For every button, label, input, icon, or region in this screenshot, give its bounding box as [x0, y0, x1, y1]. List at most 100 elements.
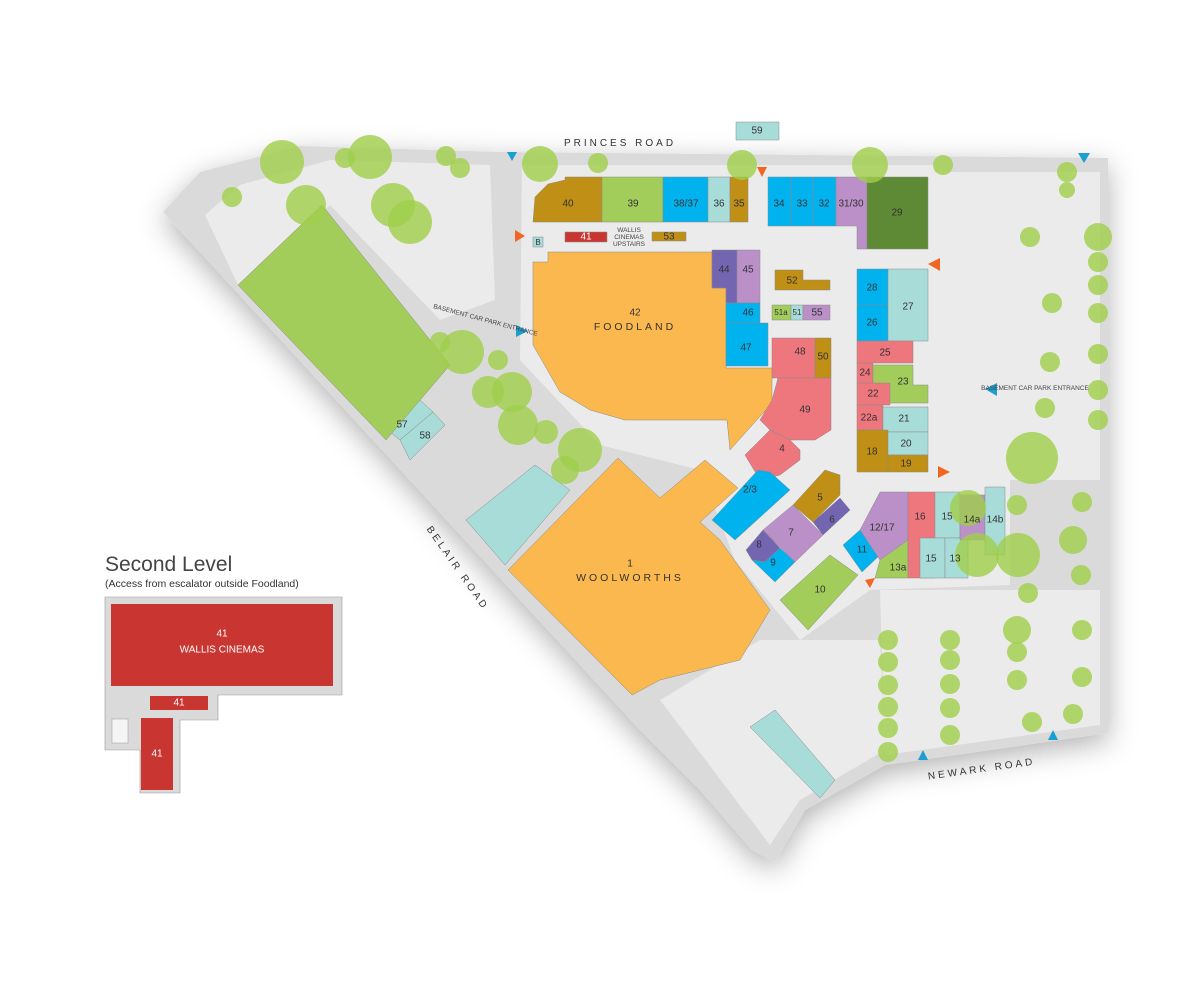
store-52[interactable]	[774, 269, 831, 291]
store-number: 11	[857, 545, 868, 556]
store-22[interactable]	[856, 382, 891, 406]
store-2-3[interactable]	[711, 469, 791, 541]
tree-icon	[1084, 223, 1112, 251]
cinema-unit-number: 41	[173, 698, 185, 709]
store-number: 44	[718, 265, 730, 276]
store-10[interactable]	[779, 554, 859, 631]
tree-icon	[348, 135, 392, 179]
store-number: 41	[580, 232, 592, 243]
store-29[interactable]	[866, 176, 929, 250]
tree-icon	[933, 155, 953, 175]
entrance-label-east: BASEMENT CAR PARK ENTRANCE	[981, 385, 1089, 392]
store-number: 28	[866, 283, 878, 294]
car-park-north-west	[205, 160, 495, 320]
entrance-arrow-icon	[865, 578, 875, 588]
road-label-newark: NEWARK ROAD	[927, 757, 1036, 783]
store-unlabelled[interactable]	[749, 709, 836, 799]
tree-icon	[222, 187, 242, 207]
tree-icon	[1003, 616, 1031, 644]
store-59[interactable]	[735, 121, 780, 141]
tree-icon	[388, 200, 432, 244]
store-number: 58	[419, 431, 431, 442]
tree-icon	[940, 698, 960, 718]
tree-icon	[1072, 492, 1092, 512]
cinema-unit-corridor[interactable]	[150, 696, 208, 710]
store-number: 31/30	[838, 199, 863, 210]
store-number: 26	[866, 318, 878, 329]
store-number: 13a	[890, 563, 907, 574]
tree-icon	[852, 147, 888, 183]
store-55[interactable]	[802, 304, 831, 321]
tree-icon	[878, 742, 898, 762]
store-number: 55	[811, 308, 823, 319]
tree-icon	[286, 185, 326, 225]
cinema-upstairs-note: WALLIS CINEMAS UPSTAIRS	[612, 227, 646, 248]
store-number: 13	[949, 554, 961, 565]
store-number: 22a	[861, 413, 878, 424]
tree-icon	[430, 332, 450, 352]
tree-icon	[940, 725, 960, 745]
store-number: 14a	[964, 515, 981, 526]
basement-marker-box	[532, 236, 544, 248]
store-number: 9	[770, 558, 776, 569]
tree-icon	[1035, 398, 1055, 418]
store-6[interactable]	[812, 497, 851, 536]
store-number: 39	[627, 199, 639, 210]
tree-icon	[588, 153, 608, 173]
store-27[interactable]	[887, 268, 929, 342]
store-47[interactable]	[725, 322, 769, 367]
tree-icon	[492, 372, 532, 412]
store-unlabelled[interactable]	[465, 464, 571, 566]
tree-icon	[534, 420, 558, 444]
tree-icon	[335, 148, 355, 168]
store-41[interactable]	[564, 231, 608, 243]
store-number: 40	[562, 199, 574, 210]
store-58[interactable]	[399, 411, 446, 461]
store-1[interactable]	[507, 457, 771, 696]
store-53[interactable]	[651, 231, 687, 242]
tree-icon	[436, 146, 456, 166]
store-number: 46	[742, 308, 754, 319]
store-7[interactable]	[762, 504, 824, 563]
store-name: FOODLAND	[594, 321, 676, 333]
cinema-unit-main[interactable]	[111, 604, 333, 686]
tree-icon	[1072, 667, 1092, 687]
store-number: 42	[629, 308, 641, 319]
store-45[interactable]	[736, 249, 761, 304]
store-number: 2/3	[743, 485, 757, 496]
cinema-unit-name: WALLIS CINEMAS	[180, 645, 265, 656]
tree-icon	[940, 674, 960, 694]
store-number: 59	[751, 126, 763, 137]
store-number: 53	[663, 232, 675, 243]
cinema-unit-lobby[interactable]	[141, 718, 173, 790]
tree-icon	[260, 140, 304, 184]
tree-icon	[727, 150, 757, 180]
cinema-unit-number: 41	[216, 629, 228, 640]
store-number: 34	[773, 199, 785, 210]
entrance-arrow-icon	[985, 383, 997, 396]
store-9[interactable]	[751, 547, 796, 583]
tree-icon	[551, 456, 579, 484]
store-48[interactable]	[771, 337, 816, 379]
tree-icon	[878, 697, 898, 717]
tree-icon	[498, 405, 538, 445]
store-number: 18	[866, 447, 878, 458]
store-19[interactable]	[887, 454, 929, 473]
entrance-arrow-icon	[928, 258, 940, 271]
tree-icon	[1088, 380, 1108, 400]
store-25[interactable]	[856, 340, 914, 364]
tree-icon	[1006, 432, 1058, 484]
store-number: 20	[900, 439, 912, 450]
store-5[interactable]	[792, 469, 841, 523]
tree-icon	[878, 718, 898, 738]
tree-icon	[878, 675, 898, 695]
entrance-arrow-icon	[507, 152, 517, 161]
store-number: 52	[786, 276, 798, 287]
entrance-arrow-icon	[516, 325, 528, 337]
store-number: 22	[867, 389, 879, 400]
store-42[interactable]	[532, 251, 773, 451]
road-label-princes: PRINCES ROAD	[564, 138, 676, 149]
store-number: 57	[396, 420, 408, 431]
tree-icon	[1072, 620, 1092, 640]
